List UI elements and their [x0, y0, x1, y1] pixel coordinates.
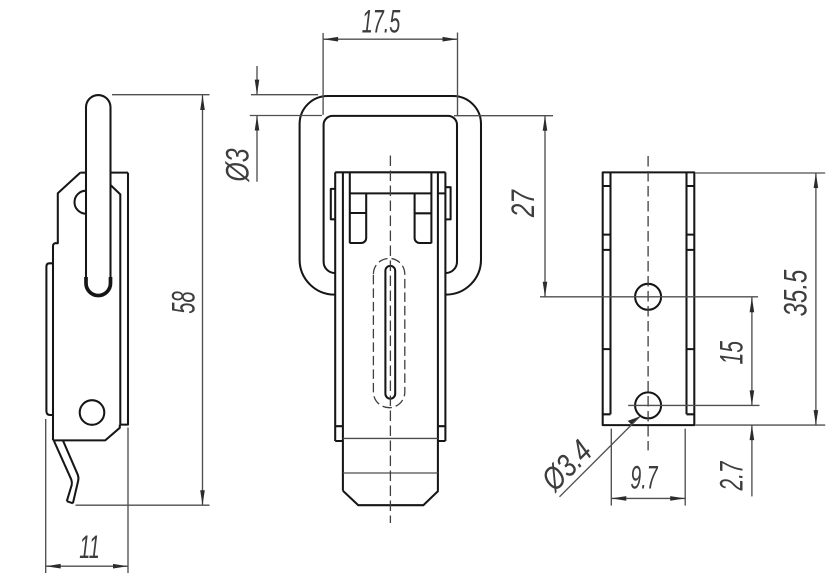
svg-text:Ø3: Ø3 — [221, 148, 257, 182]
svg-text:35.5: 35.5 — [777, 269, 813, 316]
svg-text:9.7: 9.7 — [630, 460, 658, 496]
svg-text:11: 11 — [79, 529, 100, 565]
svg-text:58: 58 — [166, 291, 202, 314]
svg-text:17.5: 17.5 — [362, 4, 401, 40]
svg-text:2.7: 2.7 — [714, 461, 750, 491]
svg-text:15: 15 — [713, 340, 750, 364]
svg-text:27: 27 — [506, 189, 542, 218]
